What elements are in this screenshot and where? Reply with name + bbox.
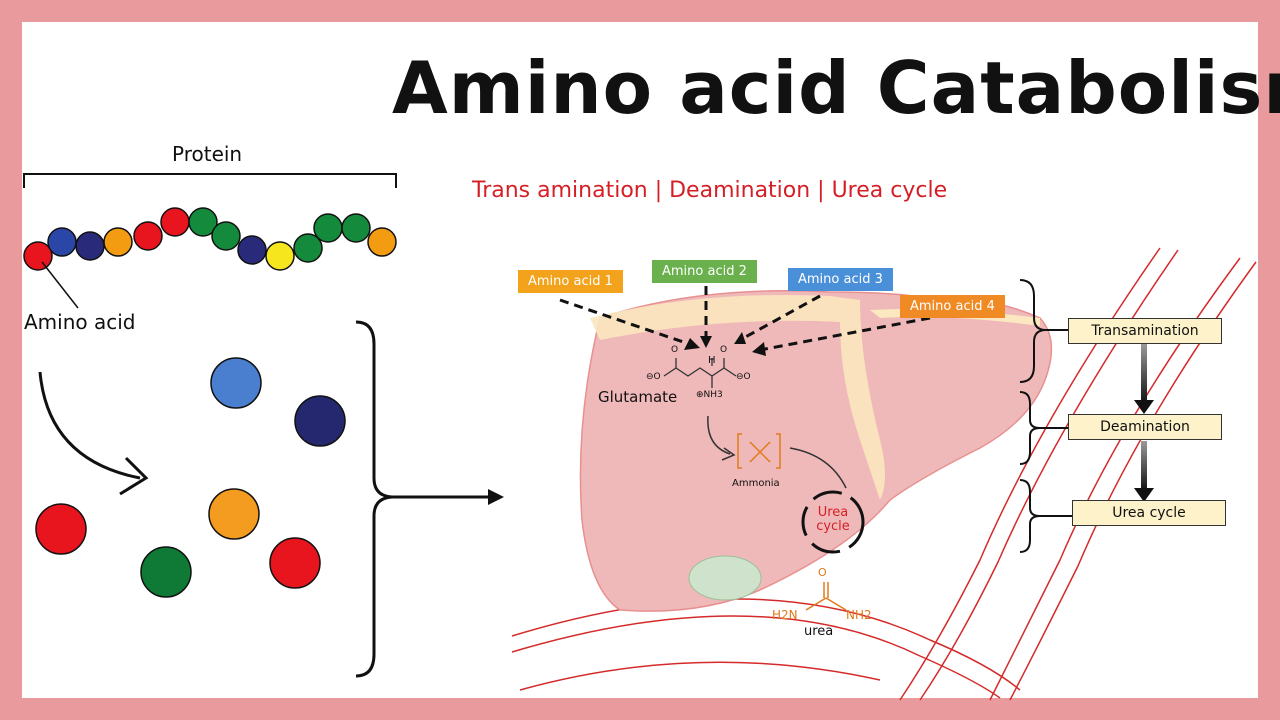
step-urea-cycle: Urea cycle: [1072, 500, 1226, 526]
free-amino-acid: [208, 488, 260, 540]
chain-bead: [103, 227, 133, 257]
protein-bracket: [23, 173, 397, 188]
transamination-arrow-heads: [684, 332, 766, 356]
free-amino-acid: [294, 395, 346, 447]
glutamate-o-right: O: [720, 345, 728, 355]
amino-acid-4-box: Amino acid 4: [900, 295, 1005, 318]
chain-bead: [75, 231, 105, 261]
glutamate-nh3: ⊕NH3: [696, 390, 723, 400]
chain-bead: [313, 213, 343, 243]
glutamate-h: H: [708, 355, 716, 366]
amino-pool-brace: [355, 320, 393, 678]
free-amino-acid: [269, 537, 321, 589]
amino-acid-1-box: Amino acid 1: [518, 270, 623, 293]
urea-label: urea: [804, 624, 834, 639]
chain-bead: [367, 227, 397, 257]
urea-structure: [805, 582, 847, 611]
glutamate-o-minus-left: ⊖O: [646, 372, 661, 382]
step-arrow-head: [1134, 488, 1154, 502]
free-amino-acid: [35, 503, 87, 555]
free-amino-acid: [210, 357, 262, 409]
glutamate-o-minus-right: ⊖O: [736, 372, 751, 382]
step-arrow: [1141, 344, 1147, 404]
page-title: Amino acid Catabolism: [392, 46, 1280, 130]
protein-chain: [23, 207, 397, 271]
liver-fat: [590, 294, 885, 500]
amino-acid-3-box: Amino acid 3: [788, 268, 893, 291]
chain-bead: [341, 213, 371, 243]
ammonia-label: Ammonia: [732, 478, 780, 489]
chain-bead: [237, 235, 267, 265]
chain-bead: [23, 241, 53, 271]
chain-bead: [133, 221, 163, 251]
urea-cycle-circle: [801, 490, 865, 554]
step-arrow: [1141, 441, 1147, 491]
ammonium-structure: [737, 433, 781, 469]
urea-cycle-center-label: Urea cycle: [816, 505, 850, 534]
amino-acid-label: Amino acid: [24, 310, 136, 334]
step-braces: [1019, 279, 1072, 553]
step-transamination: Transamination: [1068, 318, 1222, 344]
pool-arrow-head: [488, 489, 504, 505]
protein-label: Protein: [172, 142, 243, 166]
amino-acid-2-box: Amino acid 2: [652, 260, 757, 283]
page-subtitle: Trans amination | Deamination | Urea cyc…: [472, 178, 948, 203]
ammonia-arrow: [707, 415, 731, 455]
ammonia-arrow-head: [721, 447, 736, 461]
chain-bead: [188, 207, 218, 237]
transamination-arrows: [559, 286, 931, 352]
glutamate-structure: [663, 358, 737, 388]
curved-arrow-head: [119, 456, 149, 496]
liver: [579, 290, 1053, 612]
glutamate-label: Glutamate: [598, 388, 678, 406]
step-arrow-head: [1134, 400, 1154, 414]
curved-arrow: [38, 371, 141, 480]
chain-bead: [265, 241, 295, 271]
glutamate-o-left: O: [671, 345, 679, 355]
chain-bead: [47, 227, 77, 257]
urea-h2n: H2N: [772, 608, 798, 622]
urea-nh2: NH2: [846, 608, 872, 622]
chain-bead: [293, 233, 323, 263]
free-amino-acid: [140, 546, 192, 598]
gallbladder: [688, 555, 762, 601]
step-deamination: Deamination: [1068, 414, 1222, 440]
chain-bead: [160, 207, 190, 237]
urea-arrow: [789, 447, 847, 489]
chain-bead: [211, 221, 241, 251]
urea-o: O: [818, 566, 827, 579]
amino-acid-pointer: [41, 261, 79, 309]
